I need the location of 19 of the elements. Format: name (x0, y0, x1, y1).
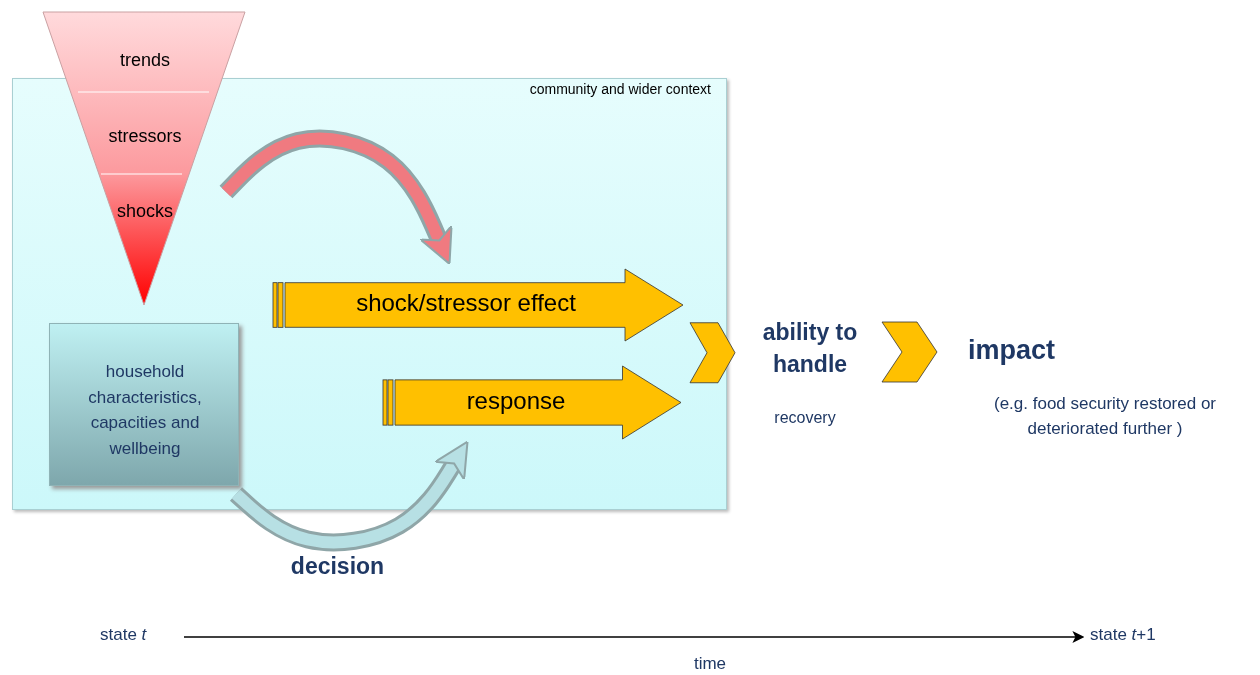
box-label: household characteristics, capacities and wellbeing (87, 361, 203, 460)
panel-title: community and wider context (528, 81, 711, 98)
funnel-label: shocks (116, 201, 174, 223)
arrow-label: shock/stressor effect (355, 289, 577, 318)
edge-label: decision (289, 553, 386, 581)
chevron-arrow (689, 322, 736, 384)
state-label: state t+1 (1090, 625, 1157, 646)
stage-label: ability to handle (761, 318, 859, 380)
edge-label: time (692, 654, 728, 675)
funnel-label: stressors (107, 126, 183, 148)
stage-note: (e.g. food security restored or deteriorated further ) (992, 393, 1217, 440)
timeline-arrow (183, 631, 1085, 643)
household-box (49, 323, 239, 486)
stage-label: impact (968, 334, 1057, 367)
stage-note: recovery (773, 408, 837, 428)
funnel-label: trends (119, 50, 171, 72)
chevron-arrow (881, 321, 938, 383)
arrow-label: response (465, 387, 567, 416)
state-label: state t (100, 625, 148, 646)
